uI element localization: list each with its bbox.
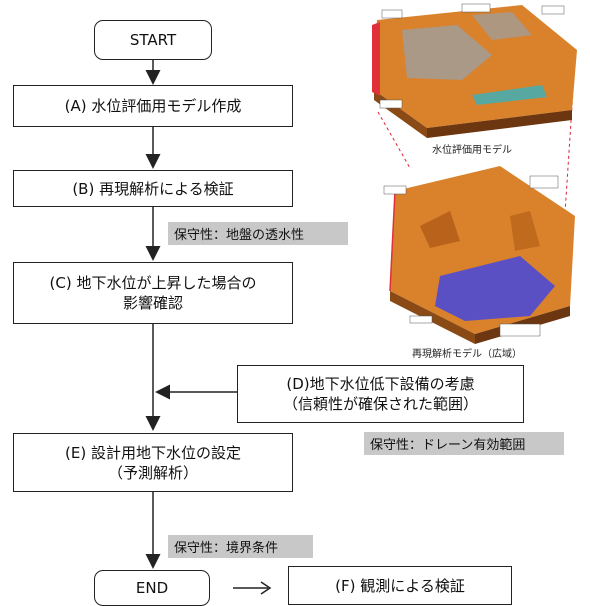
note-drain-range: 保守性：ドレーン有効範囲: [364, 432, 564, 455]
start-label: START: [129, 31, 177, 49]
step-e-box: (E) 設計用地下水位の設定 （予測解析）: [13, 433, 293, 492]
top-model-caption: 水位評価用モデル: [432, 145, 512, 156]
end-terminal: END: [94, 570, 210, 606]
note-boundary: 保守性：境界条件: [168, 535, 313, 558]
water-level-model-image: [372, 3, 577, 138]
step-f-box: (F) 観測による検証: [288, 566, 512, 605]
bottom-model-caption: 再現解析モデル（広域）: [412, 349, 522, 360]
end-label: END: [135, 579, 169, 597]
step-e-label-line1: (E) 設計用地下水位の設定: [65, 443, 241, 462]
step-f-label: (F) 観測による検証: [335, 576, 465, 595]
reproduction-model-image: [383, 166, 575, 344]
step-b-box: (B) 再現解析による検証: [13, 170, 293, 207]
note-permeability: 保守性：地盤の透水性: [168, 222, 348, 245]
step-e-label-line2: （予測解析）: [107, 463, 198, 482]
step-c-label-line1: (C) 地下水位が上昇した場合の: [49, 274, 257, 292]
step-a-label: (A) 水位評価用モデル作成: [64, 97, 242, 115]
step-d-label-line1: (D)地下水位低下設備の考慮: [286, 375, 475, 393]
step-a-box: (A) 水位評価用モデル作成: [13, 85, 293, 127]
step-b-label: (B) 再現解析による検証: [72, 179, 234, 198]
step-c-box: (C) 地下水位が上昇した場合の 影響確認: [13, 262, 293, 324]
start-terminal: START: [94, 20, 212, 60]
step-d-box: (D)地下水位低下設備の考慮 （信頼性が確保された範囲）: [237, 365, 524, 423]
step-d-label-line2: （信頼性が確保された範囲）: [282, 395, 478, 413]
step-c-label-line2: 影響確認: [122, 294, 183, 312]
